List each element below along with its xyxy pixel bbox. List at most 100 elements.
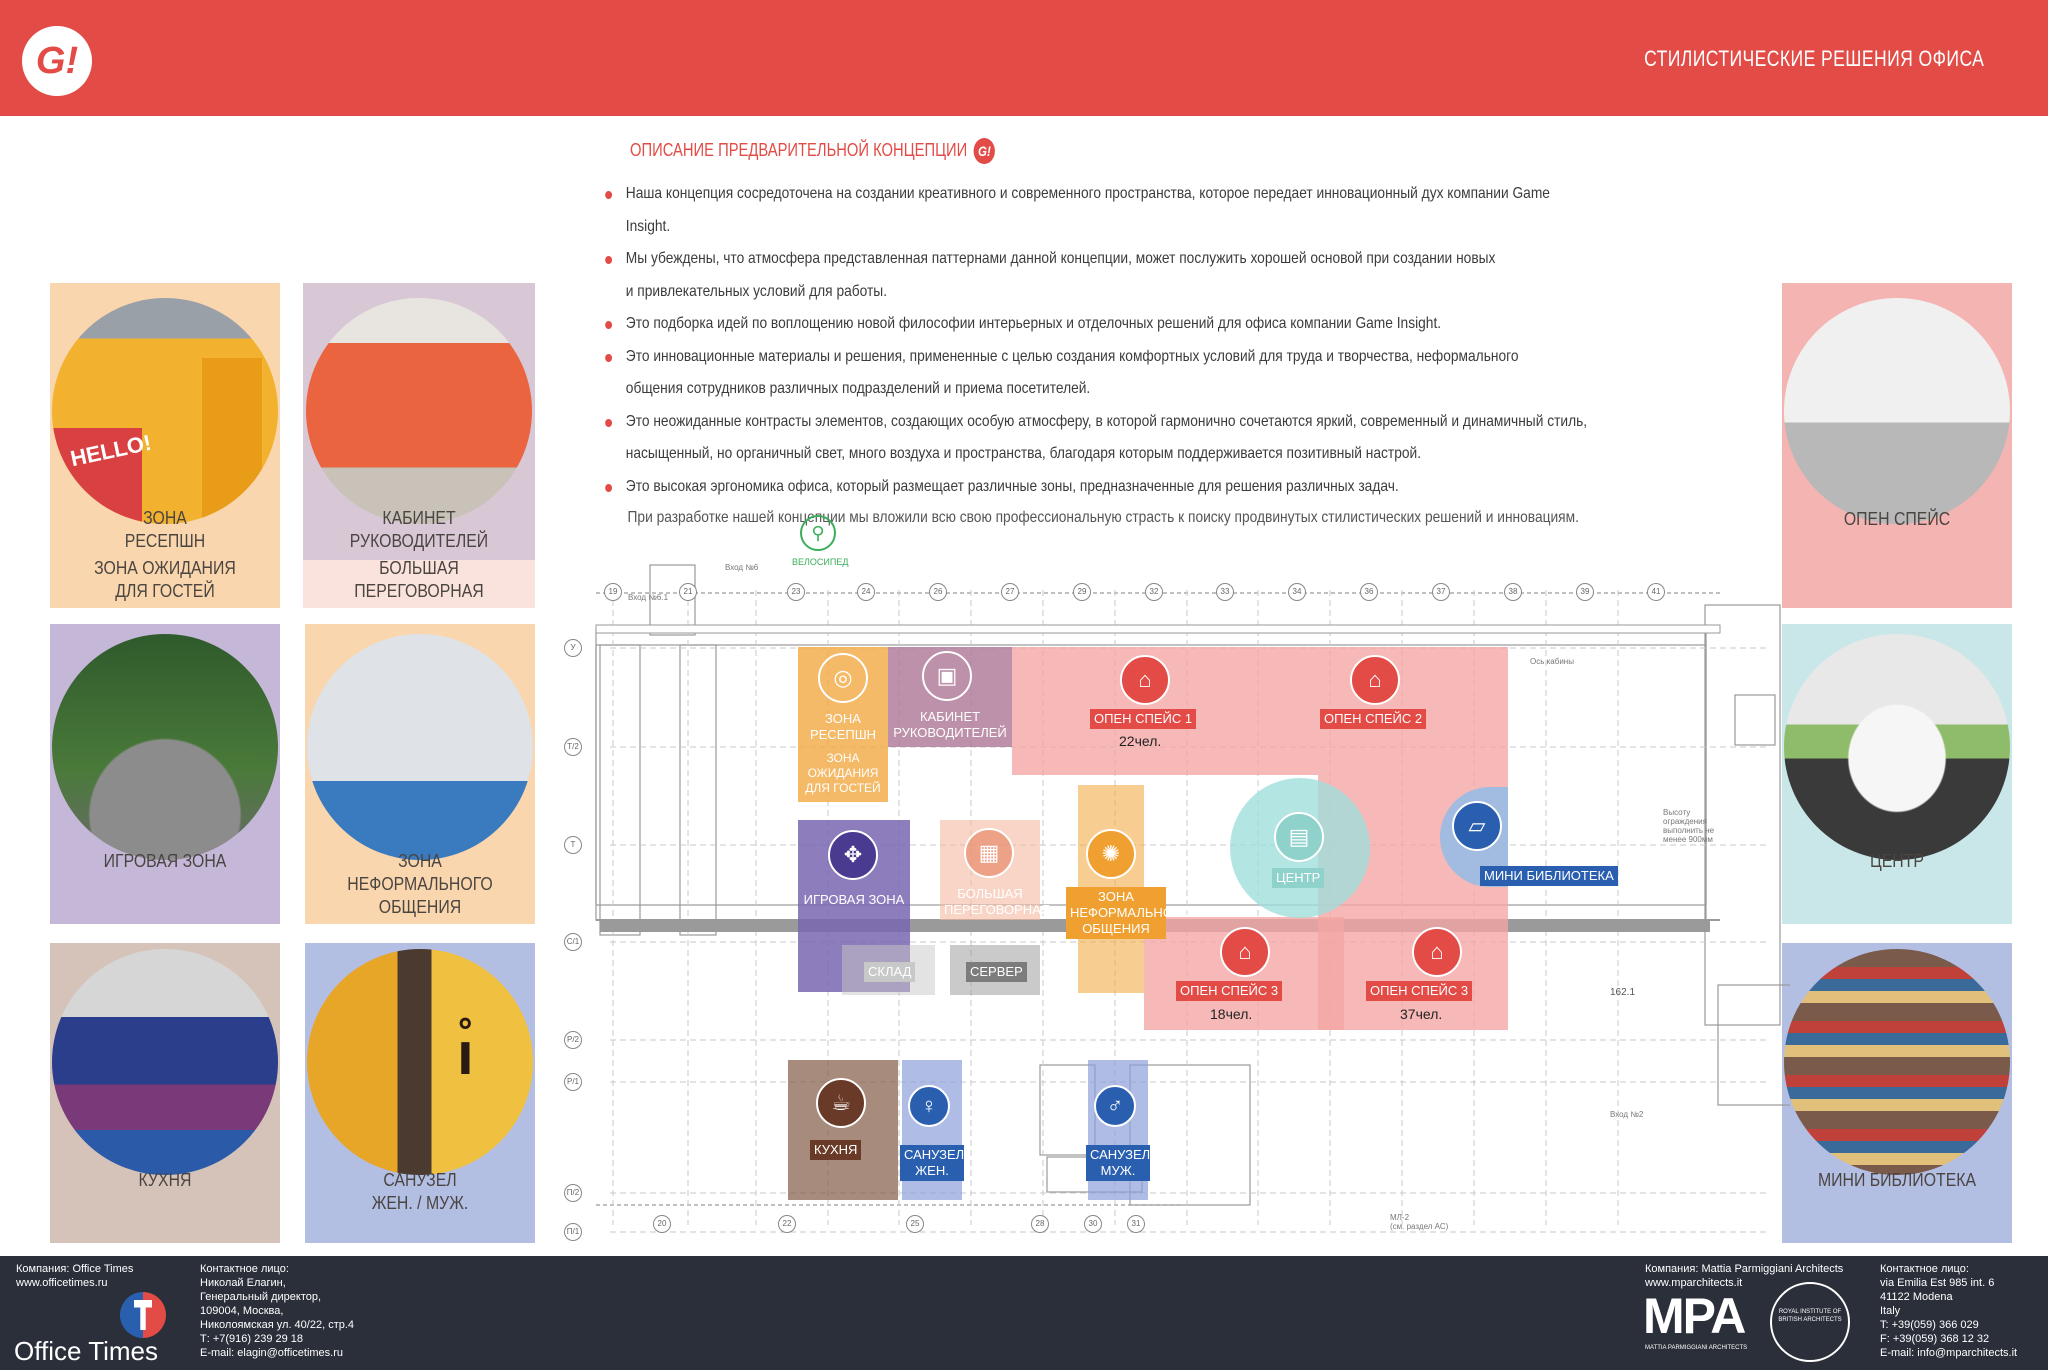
axis-marker: 36 [1360, 583, 1378, 601]
card-line: ДЛЯ ГОСТЕЙ [115, 581, 215, 601]
company-logo[interactable]: G! [22, 26, 92, 96]
axis-marker: 29 [1073, 583, 1091, 601]
card-line: ОПЕН СПЕЙС [1843, 509, 1951, 529]
card-line: САНУЗЕЛ [383, 1170, 457, 1190]
card-center: ЦЕНТР [1782, 624, 2012, 924]
openspace3a-icon: ⌂ [1220, 927, 1270, 977]
axis-marker: 22 [778, 1215, 796, 1233]
axis-marker: 32 [1145, 583, 1163, 601]
concept-bullet: Это высокая эргономика офиса, который ра… [600, 471, 1589, 504]
coffee-icon: ☕ [816, 1078, 866, 1128]
zone-kitchen[interactable]: ☕ КУХНЯ [788, 1060, 898, 1200]
bicycle-icon: ⚲ [800, 515, 836, 551]
riba-seal-icon: ROYAL INSTITUTE OF BRITISH ARCHITECTS [1770, 1282, 1850, 1362]
zone-server[interactable]: СЕРВЕР [950, 945, 1040, 995]
concept-bullet: Мы убеждены, что атмосфера представленна… [600, 243, 1589, 308]
contact-line: T: +39(059) 366 029 [1880, 1319, 1979, 1331]
card-line: ЗОНА [143, 508, 187, 528]
card-line: НЕФОРМАЛЬНОГО [347, 874, 493, 894]
footer-right-company: Компания: Mattia Parmiggiani Architects [1645, 1263, 1844, 1275]
card-line: ЖЕН. / МУЖ. [371, 1193, 469, 1213]
axis-marker: 39 [1576, 583, 1594, 601]
axis-marker: Т [564, 836, 582, 854]
center-icon: ▤ [1274, 812, 1324, 862]
concept-bullet: Это неожиданные контрасты элементов, соз… [600, 406, 1589, 471]
card-line: ПЕРЕГОВОРНАЯ [354, 581, 484, 601]
card-kitchen: КУХНЯ [50, 943, 280, 1243]
open1-count: 22чел. [1119, 733, 1162, 749]
zone-waiting[interactable]: ЗОНА ОЖИДАНИЯ ДЛЯ ГОСТЕЙ [798, 747, 888, 802]
openspace2-icon: ⌂ [1350, 655, 1400, 705]
axis-marker: П/1 [564, 1223, 582, 1241]
open3a-count: 18чел. [1210, 1006, 1253, 1022]
footer-left-brand: Office Times [14, 1336, 159, 1366]
card-line: ИГРОВАЯ ЗОНА [103, 851, 227, 871]
wc-photo: ı̊ [307, 949, 533, 1175]
male-icon: ♂ [1094, 1085, 1136, 1127]
zone-reception[interactable]: ◎ ЗОНА РЕСЕПШН [798, 647, 888, 747]
floor-plan: ◎ ЗОНА РЕСЕПШН ЗОНА ОЖИДАНИЯ ДЛЯ ГОСТЕЙ … [560, 505, 1790, 1245]
zone-label: ЗОНА ОЖИДАНИЯ ДЛЯ ГОСТЕЙ [805, 751, 881, 795]
contact-line: Генеральный директор, [200, 1291, 322, 1303]
reception-icon: ◎ [818, 653, 868, 703]
contact-line: Т: +7(916) 239 29 18 [200, 1333, 304, 1345]
footer-right-contact: Контактное лицо: via Emilia Est 985 int.… [1880, 1262, 2017, 1360]
openspace1-icon: ⌂ [1120, 655, 1170, 705]
zone-label: ИГРОВАЯ ЗОНА [803, 892, 905, 907]
zone-storage[interactable]: СКЛАД [842, 945, 935, 995]
contact-line[interactable]: E-mail: info@mparchitects.it [1880, 1347, 2018, 1359]
contact-line: Контактное лицо: [1880, 1263, 1969, 1275]
zone-label: ОПЕН СПЕЙС 3 [1366, 981, 1473, 1001]
zone-label: ОПЕН СПЕЙС 2 [1320, 709, 1427, 729]
footer-left-site[interactable]: www.officetimes.ru [16, 1277, 108, 1289]
zone-openspace-top[interactable]: ⌂ ОПЕН СПЕЙС 1 22чел. ⌂ ОПЕН СПЕЙС 2 [1012, 647, 1508, 775]
contact-line[interactable]: E-mail: elagin@officetimes.ru [200, 1347, 344, 1359]
concept-badge-icon: G! [973, 138, 996, 164]
plan-note: МЛ-2 (см. раздел АС) [1390, 1213, 1449, 1231]
zone-managers[interactable]: ▣ КАБИНЕТ РУКОВОДИТЕЛЕЙ [888, 647, 1012, 747]
axis-marker: П/2 [564, 1184, 582, 1202]
card-line: ЦЕНТР [1870, 851, 1924, 871]
zone-label: КАБИНЕТ РУКОВОДИТЕЛЕЙ [893, 709, 1007, 740]
zone-label: ОПЕН СПЕЙС 3 [1176, 981, 1283, 1001]
concept-bullet: Наша концепция сосредоточена на создании… [600, 178, 1589, 243]
plan-note: Вход №2 [1610, 1110, 1644, 1119]
contact-line: F: +39(059) 368 12 32 [1880, 1333, 1990, 1345]
game-photo [52, 634, 278, 860]
card-line: РУКОВОДИТЕЛЕЙ [349, 531, 489, 551]
card-line: МИНИ БИБЛИОТЕКА [1817, 1170, 1977, 1190]
axis-marker: 24 [857, 583, 875, 601]
card-managers: КАБИНЕТ РУКОВОДИТЕЛЕЙ БОЛЬШАЯ ПЕРЕГОВОРН… [303, 283, 535, 608]
zone-informal[interactable]: ✺ ЗОНА НЕФОРМАЛЬНОГО ОБЩЕНИЯ [1066, 785, 1189, 993]
wc-sign-icon: ı̊ [457, 1020, 474, 1087]
bicycle-label: ВЕЛОСИПЕД [792, 557, 849, 567]
mpa-logo: MPA [1643, 1288, 1746, 1344]
female-icon: ♀ [908, 1085, 950, 1127]
concept-bullet: Это инновационные материалы и решения, п… [600, 341, 1589, 406]
contact-line: 109004, Москва, [200, 1305, 284, 1317]
zone-wc-male[interactable]: ♂ САНУЗЕЛ МУЖ. [1086, 1060, 1150, 1200]
library-icon: ▱ [1452, 801, 1502, 851]
meeting-icon: ▦ [964, 828, 1014, 878]
bulb-icon: ✺ [1086, 829, 1136, 879]
card-openspace: ОПЕН СПЕЙС [1782, 283, 2012, 608]
axis-marker: 34 [1288, 583, 1306, 601]
footer-right-site[interactable]: www.mparchitects.it [1645, 1277, 1743, 1289]
axis-marker: 19 [604, 583, 622, 601]
concept-list: Наша концепция сосредоточена на создании… [600, 178, 1750, 503]
plan-note: Ось кабины [1530, 657, 1574, 666]
zone-label: ОПЕН СПЕЙС 1 [1090, 709, 1197, 729]
zone-meeting[interactable]: ▦ БОЛЬШАЯ ПЕРЕГОВОРНАЯ [940, 820, 1051, 920]
plan-note: Вход №6.1 [628, 593, 669, 602]
axis-marker: Р/2 [564, 1031, 582, 1049]
zone-center[interactable]: ▤ ЦЕНТР [1230, 778, 1370, 918]
library-photo [1784, 949, 2010, 1175]
zone-label: БОЛЬШАЯ ПЕРЕГОВОРНАЯ [944, 886, 1051, 917]
kitchen-photo [52, 949, 278, 1175]
zone-label: КУХНЯ [810, 1140, 862, 1160]
footer-left-company: Компания: Office Times [16, 1263, 134, 1275]
zone-wc-female[interactable]: ♀ САНУЗЕЛ ЖЕН. [900, 1060, 964, 1200]
openspace3b-icon: ⌂ [1412, 927, 1462, 977]
managers-icon: ▣ [922, 651, 972, 701]
